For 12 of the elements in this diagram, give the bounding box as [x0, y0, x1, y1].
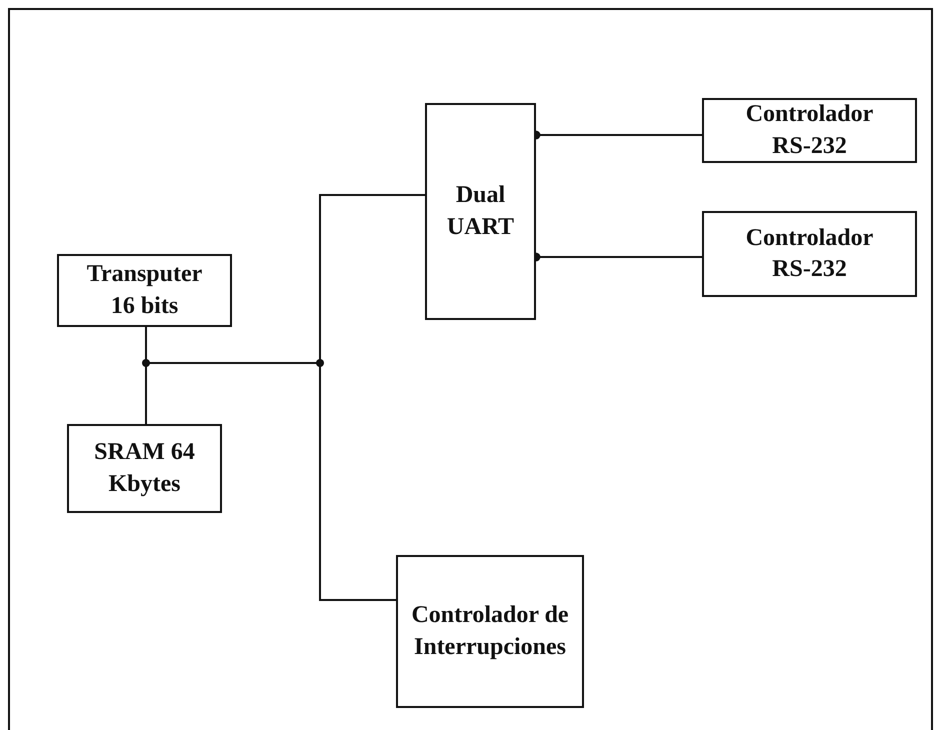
block-label: Dual UART [446, 181, 516, 242]
block-box [702, 98, 917, 163]
block-label: Transputer 16 bits [86, 260, 204, 320]
block-box [702, 211, 917, 297]
block-label: SRAM 64 Kbytes [93, 438, 196, 498]
block-box [67, 424, 222, 513]
block-label: Controlador de Interrupciones [410, 601, 570, 662]
block-label: Controlador RS-232 [744, 100, 874, 160]
block-box [396, 555, 584, 708]
block-label: Controlador RS-232 [744, 224, 874, 284]
block-box [57, 254, 232, 327]
block-box [425, 103, 536, 320]
